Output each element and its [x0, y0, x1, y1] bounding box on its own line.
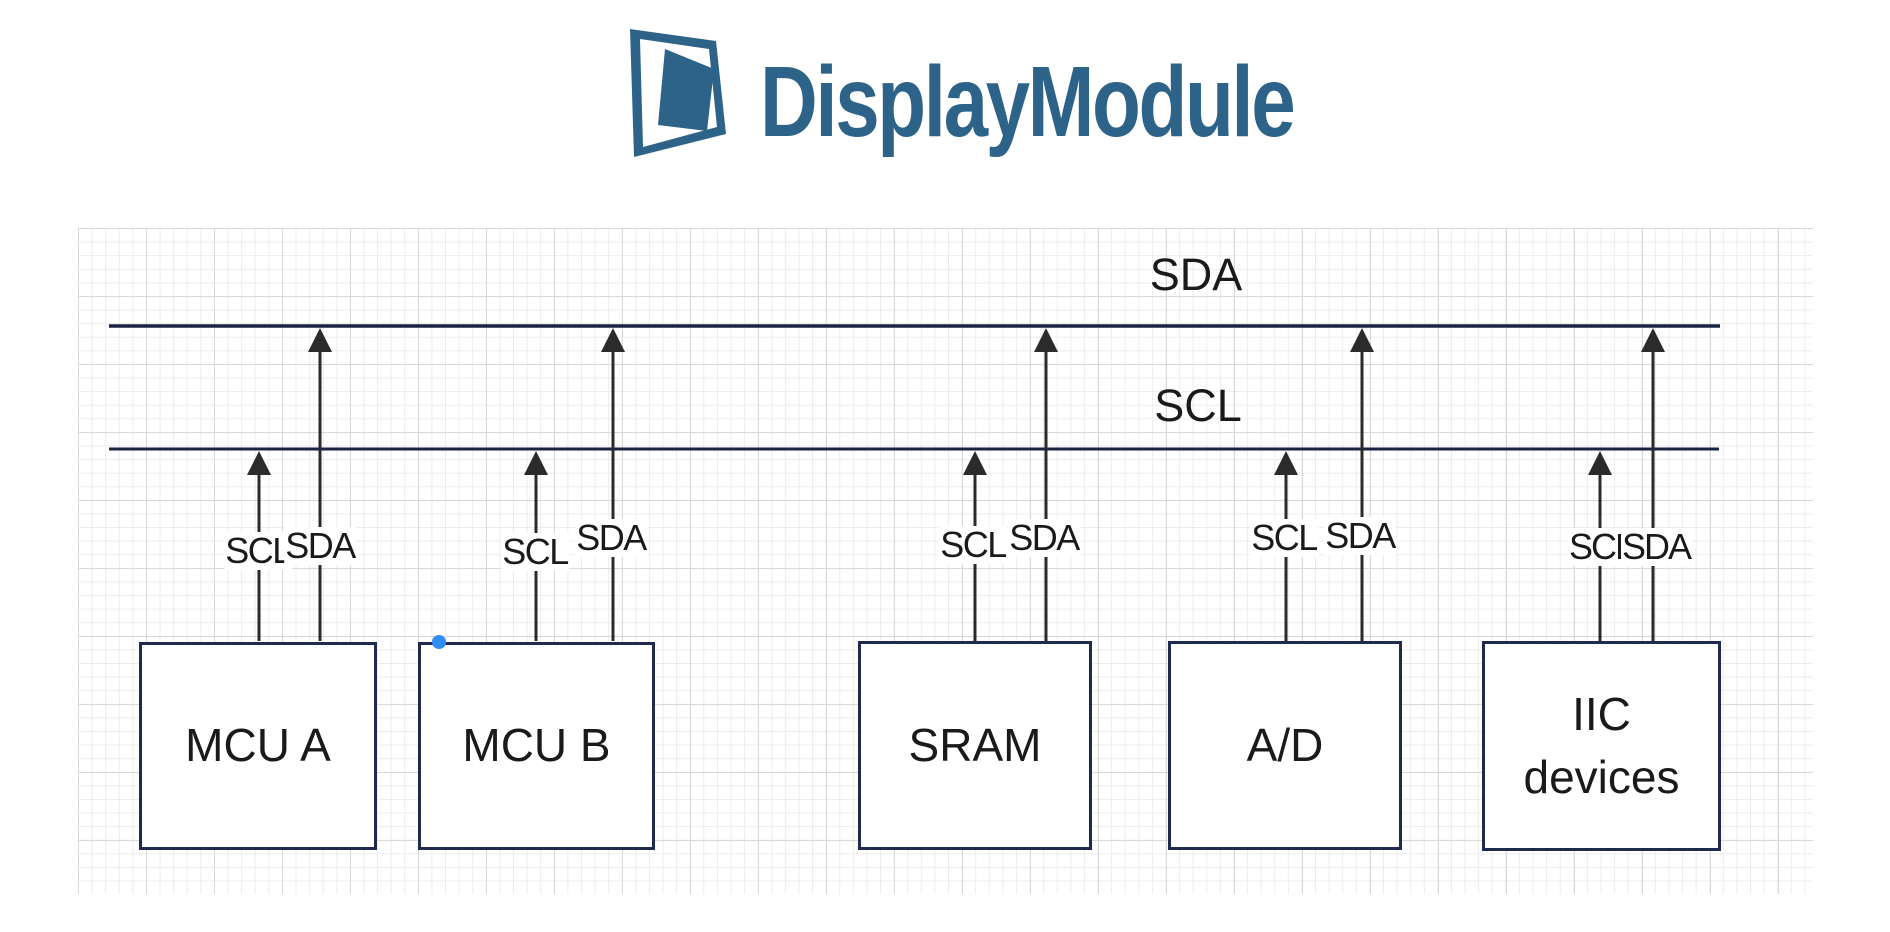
iic-sda-pin-label: SDA [1620, 526, 1692, 567]
device-box-sram[interactable]: SRAM [858, 641, 1092, 850]
ad-scl-pin-label: SCL [1250, 517, 1318, 558]
displaymodule-logo-text[interactable]: DisplayModule [760, 46, 1296, 158]
sda-bus-label: SDA [1149, 249, 1243, 300]
scl-bus-label: SCL [1154, 380, 1242, 431]
mcu-b-scl-pin-label: SCL [501, 531, 569, 572]
device-label: IIC devices [1523, 687, 1680, 803]
device-label: A/D [1246, 718, 1324, 771]
mcu-b-sda-pin-label: SDA [575, 517, 647, 558]
selection-handle-dot[interactable] [432, 635, 446, 649]
mcu-a-scl-pin-label: SCL [224, 530, 292, 571]
device-label: SRAM [908, 718, 1042, 771]
device-label: MCU B [462, 719, 611, 772]
device-box-ad[interactable]: A/D [1168, 641, 1402, 850]
device-box-mcu-a[interactable]: MCU A [139, 642, 377, 850]
sram-sda-pin-label: SDA [1008, 517, 1080, 558]
device-box-iic-devices[interactable]: IIC devices [1482, 641, 1721, 851]
displaymodule-logo-icon[interactable] [627, 27, 729, 159]
ad-sda-pin-label: SDA [1324, 515, 1396, 556]
device-label: MCU A [185, 719, 331, 772]
mcu-a-sda-pin-label: SDA [284, 525, 356, 566]
sram-scl-pin-label: SCL [939, 524, 1007, 565]
device-box-mcu-b[interactable]: MCU B [418, 642, 655, 850]
